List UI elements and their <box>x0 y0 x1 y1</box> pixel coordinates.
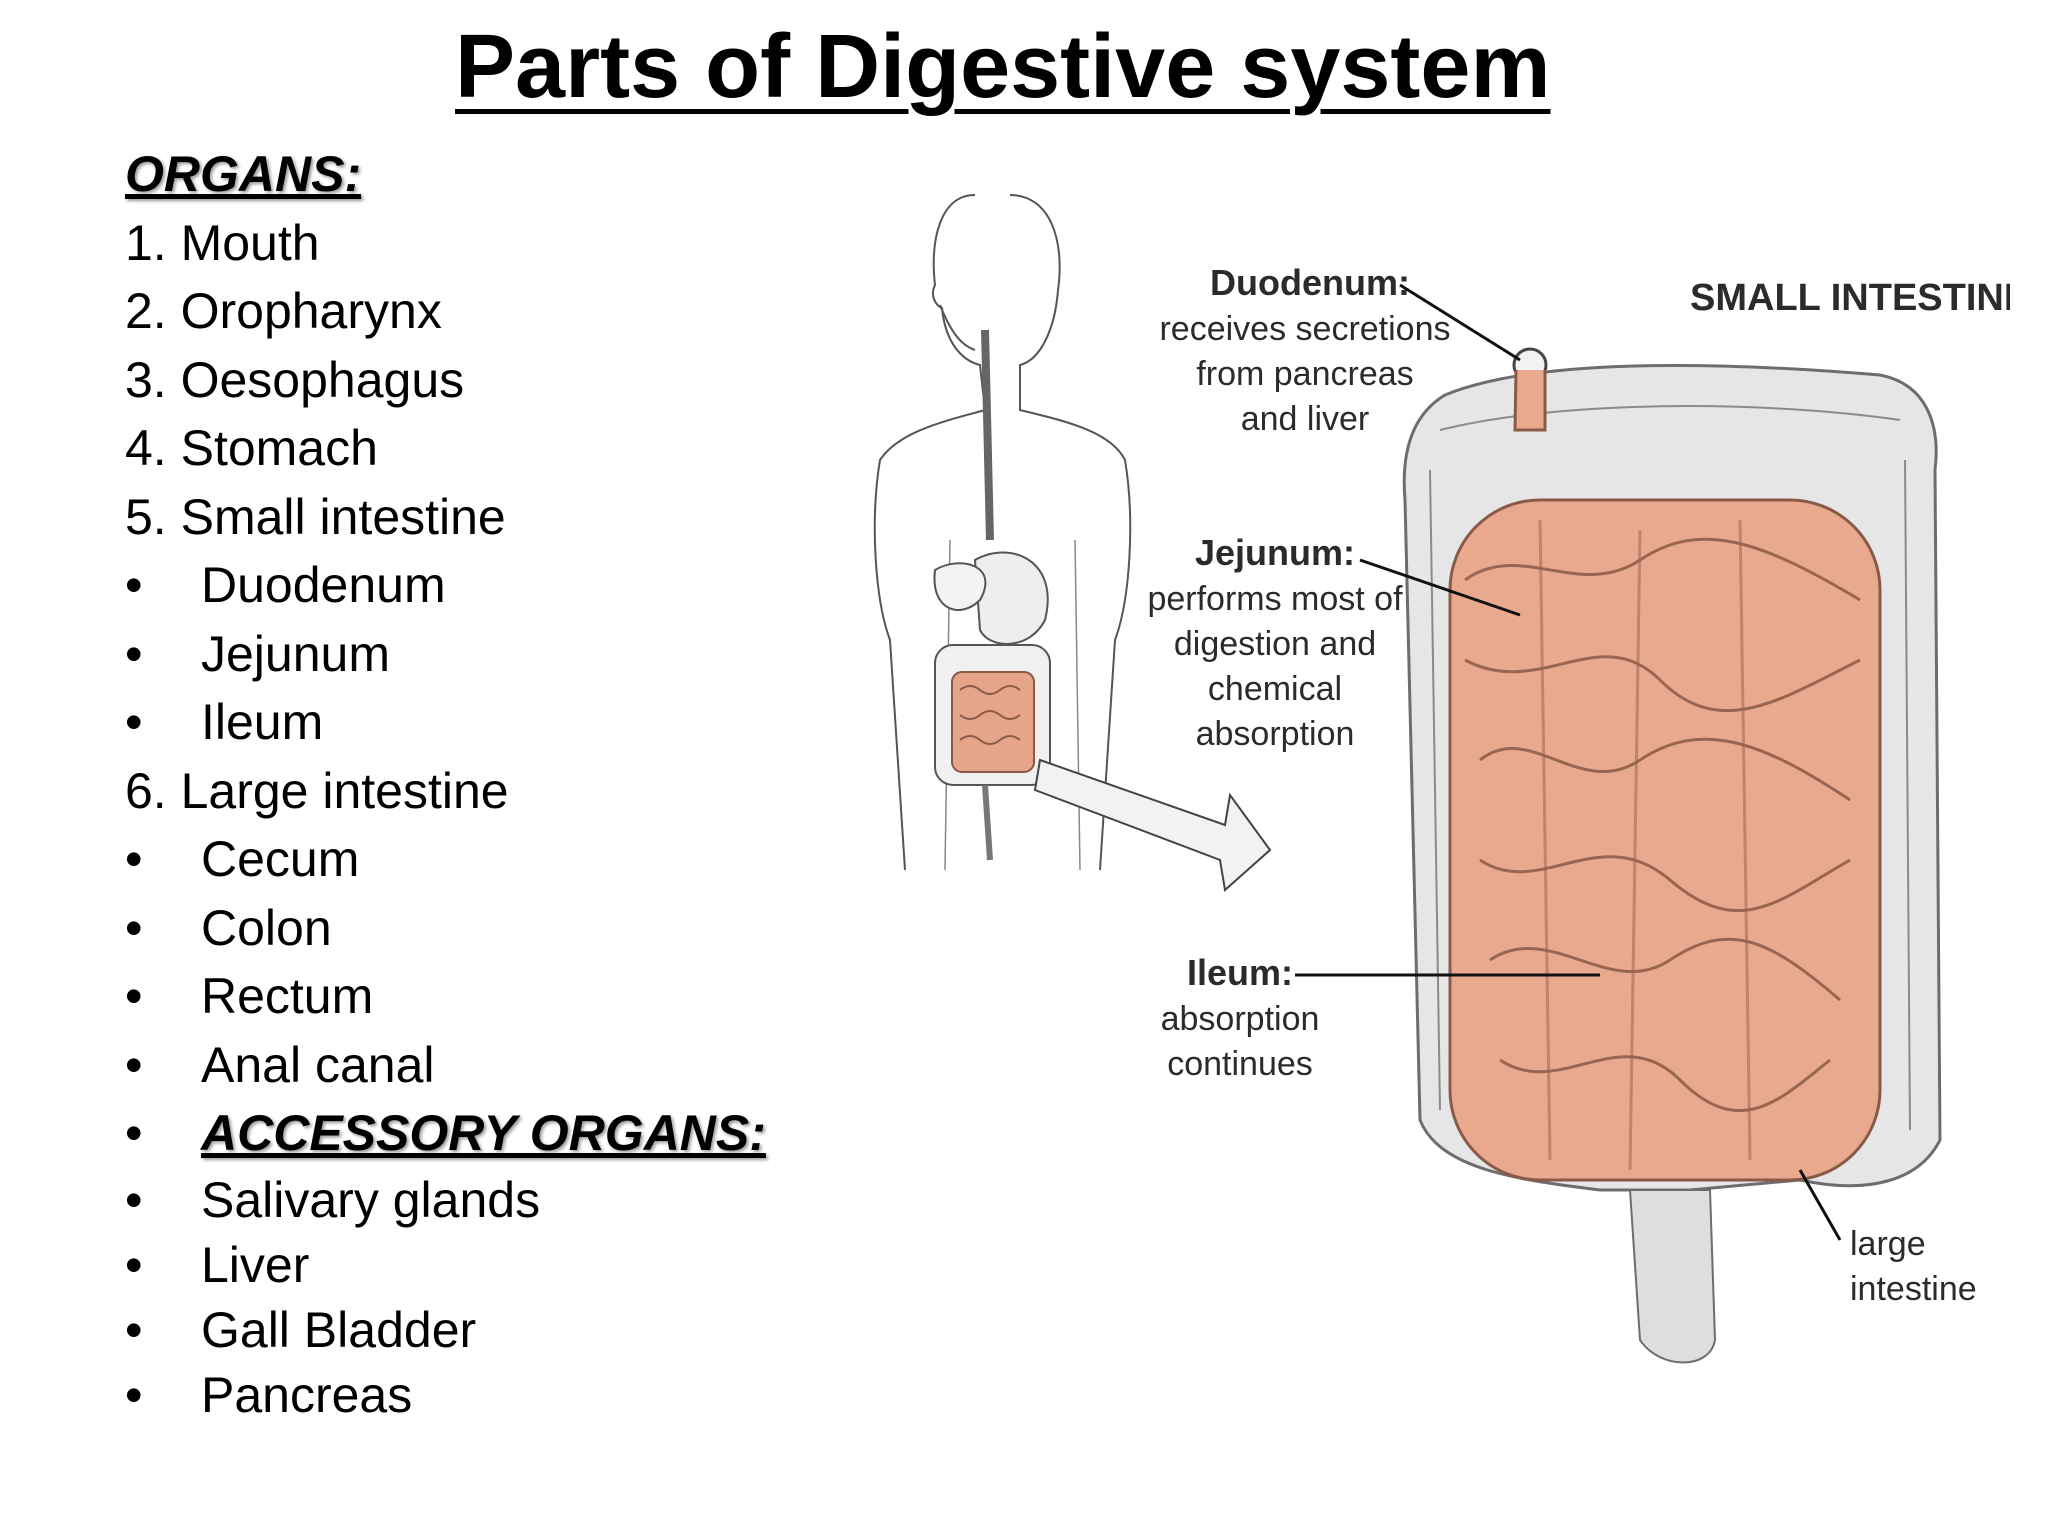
leader-lines <box>1295 283 1842 1241</box>
small-intestine-heading: SMALL INTESTINE <box>1690 277 2010 319</box>
list-item-bulleted: •Salivary glands <box>125 1171 541 1228</box>
jejunum-desc: absorption <box>1196 715 1355 753</box>
list-item-bulleted: •Liver <box>125 1236 310 1293</box>
large-intestine-label: large <box>1850 1225 1926 1263</box>
ileum-label: Ileum: <box>1187 952 1293 993</box>
list-item-bulleted: •Rectum <box>125 968 374 1024</box>
list-item: 2. Oropharynx <box>125 283 442 339</box>
digestive-diagram: SMALL INTESTINE Duodenum: receives secre… <box>860 170 2010 1370</box>
organ-list: ORGANS: 1. Mouth 2. Oropharynx 3. Oesoph… <box>125 140 766 1428</box>
jejunum-desc: digestion and <box>1174 625 1376 663</box>
list-item-bulleted: •Duodenum <box>125 557 446 613</box>
duodenum-desc: receives secretions <box>1159 310 1450 348</box>
list-item: 6. Large intestine <box>125 762 509 819</box>
jejunum-desc: chemical <box>1208 670 1342 708</box>
small-intestine-illustration <box>1448 347 1882 1182</box>
list-item: 4. Stomach <box>125 420 378 476</box>
list-item-bulleted: •Colon <box>125 899 332 956</box>
mini-digestive-tract <box>933 329 1051 861</box>
list-item: 3. Oesophagus <box>125 351 465 408</box>
large-intestine-label: intestine <box>1850 1270 1977 1308</box>
list-item-bulleted: •Pancreas <box>125 1366 413 1423</box>
pointer-arrow-icon <box>1033 758 1272 892</box>
duodenum-desc: and liver <box>1241 400 1370 438</box>
list-item-bulleted: •Cecum <box>125 831 360 887</box>
list-item-bulleted: •Gall Bladder <box>125 1301 477 1358</box>
jejunum-desc: performs most of <box>1147 580 1403 618</box>
jejunum-label: Jejunum: <box>1195 532 1355 573</box>
organs-heading: ORGANS: <box>125 146 362 202</box>
list-item: 1. Mouth <box>125 214 320 271</box>
list-item-bulleted: •Anal canal <box>125 1036 435 1093</box>
slide-title: Parts of Digestive system <box>455 17 1551 117</box>
list-item: 5. Small intestine <box>125 488 506 545</box>
list-item-bulleted: •Ileum <box>125 694 324 750</box>
ileum-desc: continues <box>1167 1045 1313 1083</box>
list-item-bulleted: •Jejunum <box>125 625 390 682</box>
ileum-desc: absorption <box>1161 1000 1320 1038</box>
duodenum-desc: from pancreas <box>1196 355 1413 393</box>
duodenum-label: Duodenum: <box>1210 262 1410 303</box>
accessory-heading: •ACCESSORY ORGANS: <box>125 1105 766 1161</box>
